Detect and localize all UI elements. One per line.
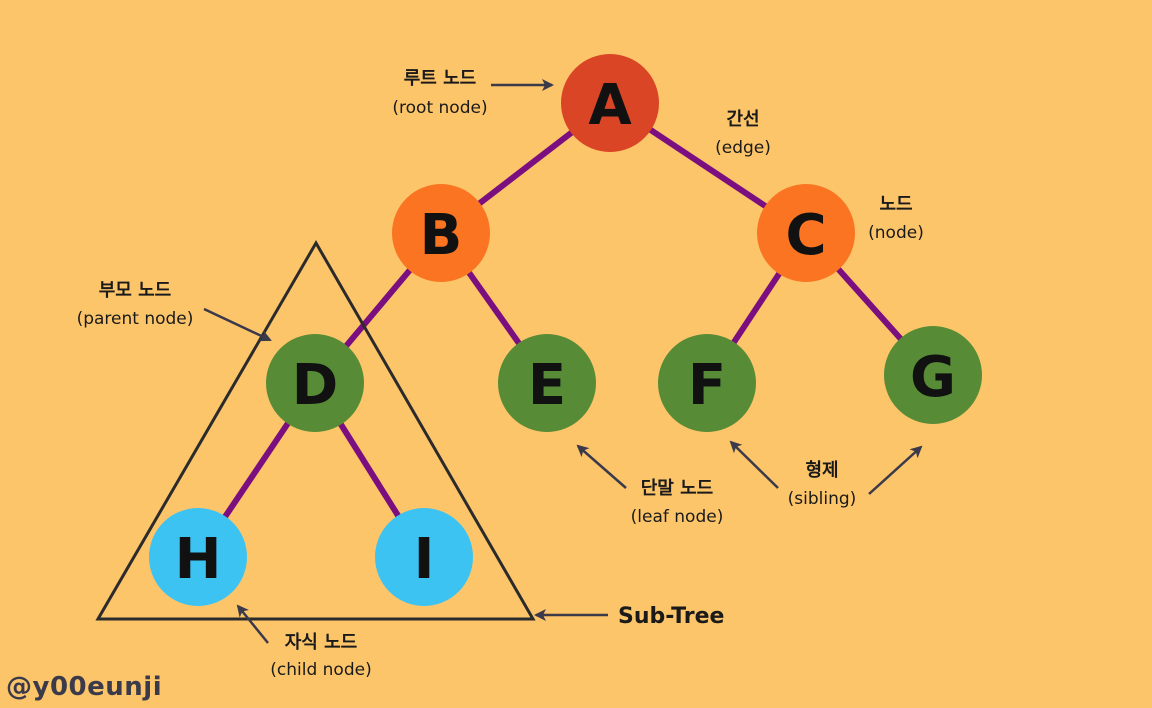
node-A: A [561, 54, 659, 152]
node-E-label: E [528, 353, 566, 418]
node-I-label: I [414, 527, 435, 592]
root-label-en: (root node) [392, 98, 487, 118]
subtree-triangle [95, 240, 536, 621]
watermark: @y00eunji [6, 672, 163, 702]
node-D-label: D [292, 353, 338, 418]
node-H-circle [149, 508, 247, 606]
node-H: H [149, 508, 247, 606]
parent-label-ko: 부모 노드 [99, 280, 172, 301]
sibling-arrow-right [868, 445, 923, 495]
child-arrow [236, 604, 269, 644]
subtree-label: Sub-Tree [618, 604, 724, 629]
leaf-label-en: (leaf node) [631, 507, 724, 527]
annotation-edge: 간선 (edge) [715, 109, 771, 158]
annotation-node: 노드 (node) [868, 194, 924, 243]
sibling-arrow-left [729, 440, 779, 489]
node-B-circle [392, 184, 490, 282]
edge-label-ko: 간선 [726, 109, 759, 130]
node-A-circle [561, 54, 659, 152]
leaf-label-ko: 단말 노드 [641, 478, 714, 499]
node-D-circle [266, 334, 364, 432]
node-label-ko: 노드 [879, 194, 912, 215]
node-E-circle [498, 334, 596, 432]
node-C-circle [757, 184, 855, 282]
node-H-label: H [175, 527, 222, 592]
parent-arrow [203, 307, 272, 342]
node-B: B [392, 184, 490, 282]
node-G-label: G [910, 345, 956, 410]
sibling-label-en: (sibling) [788, 489, 857, 509]
node-C: C [757, 184, 855, 282]
node-E: E [498, 334, 596, 432]
annotation-sibling: 형제 (sibling) [729, 440, 923, 509]
node-label-en: (node) [868, 223, 924, 243]
node-F-circle [658, 334, 756, 432]
node-G-circle [884, 326, 982, 424]
parent-label-en: (parent node) [77, 309, 194, 329]
child-label-ko: 자식 노드 [285, 632, 358, 653]
annotation-child: 자식 노드 (child node) [236, 604, 372, 680]
node-F-label: F [688, 353, 726, 418]
node-F: F [658, 334, 756, 432]
annotation-parent: 부모 노드 (parent node) [77, 280, 272, 342]
node-G: G [884, 326, 982, 424]
node-D: D [266, 334, 364, 432]
node-C-label: C [785, 203, 826, 268]
node-A-label: A [588, 73, 632, 138]
annotation-subtree: Sub-Tree [534, 604, 724, 629]
annotation-leaf: 단말 노드 (leaf node) [576, 444, 724, 527]
node-I: I [375, 508, 473, 606]
node-B-label: B [420, 203, 463, 268]
edge-label-en: (edge) [715, 138, 771, 158]
root-label-ko: 루트 노드 [404, 68, 477, 89]
sibling-label-ko: 형제 [805, 460, 838, 481]
node-I-circle [375, 508, 473, 606]
annotation-root: 루트 노드 (root node) [392, 68, 554, 118]
leaf-arrow [576, 444, 627, 489]
child-label-en: (child node) [270, 660, 371, 680]
